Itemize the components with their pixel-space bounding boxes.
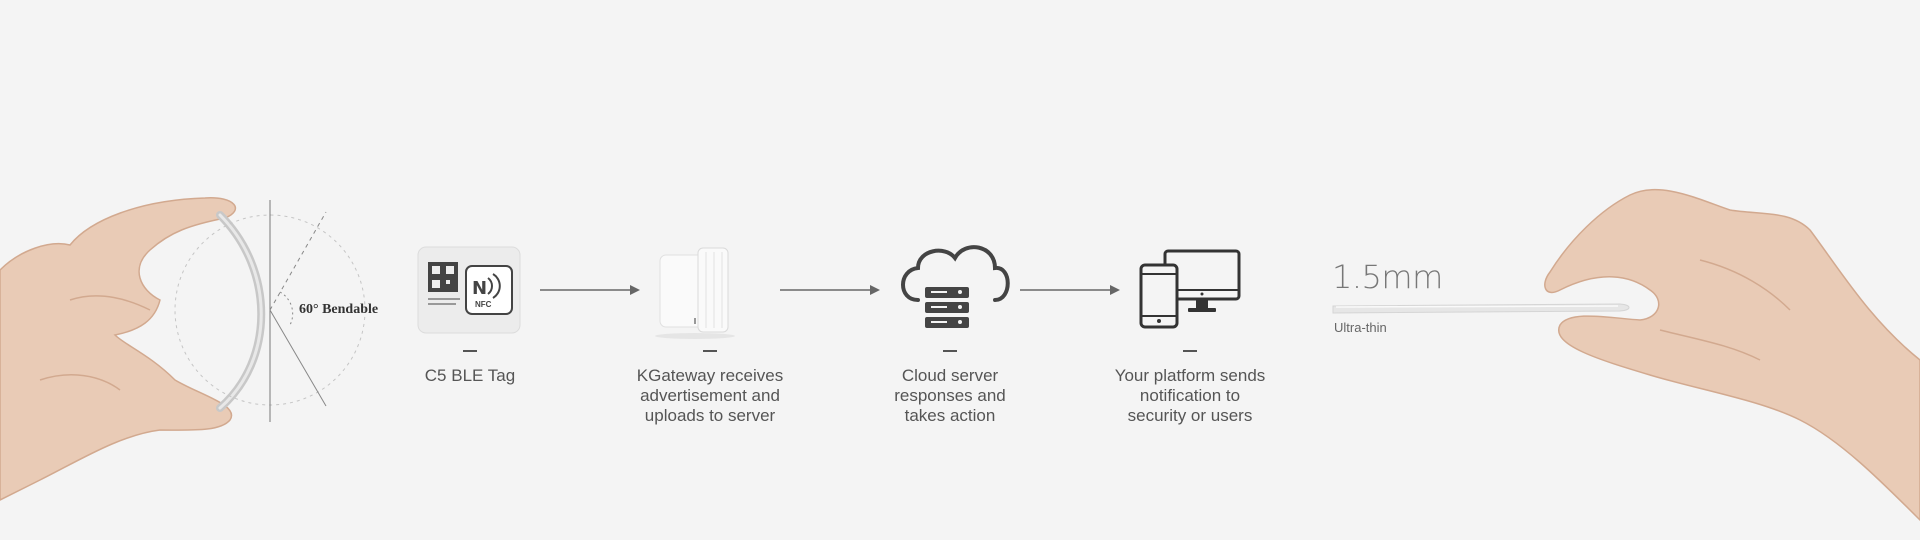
step-dash [463,350,477,352]
bendable-label: 60° Bendable [299,302,379,317]
step-label: Your platform sends notification to secu… [1114,366,1266,425]
step-dash [1183,350,1197,352]
nfc-label: NFC [475,300,492,309]
right-hand-illustration [1544,188,1920,522]
ble-tag-icon: N [417,246,521,334]
svg-text:N: N [472,278,487,299]
gateway-icon [655,247,735,339]
step-ble-tag: C5 BLE Tag [390,350,550,386]
left-hand-illustration [0,197,237,501]
step-label: C5 BLE Tag [424,366,516,385]
thickness-caption: Ultra-thin [1334,320,1387,335]
bend-angle-guides [174,200,366,422]
devices-icon [1139,249,1241,329]
thickness-value: 1.5mm [1332,258,1443,296]
step-cloud-server: Cloud server responses and takes action [850,350,1050,426]
step-gateway: KGateway receives advertisement and uplo… [600,350,820,426]
step-platform: Your platform sends notification to secu… [1080,350,1300,426]
step-label: KGateway receives advertisement and uplo… [636,366,784,425]
step-label: Cloud server responses and takes action [894,366,1006,425]
step-dash [703,350,717,352]
step-dash [943,350,957,352]
thin-tag-illustration [1332,303,1630,314]
flow-arrows [540,285,1120,295]
cloud-server-icon [901,245,1010,328]
